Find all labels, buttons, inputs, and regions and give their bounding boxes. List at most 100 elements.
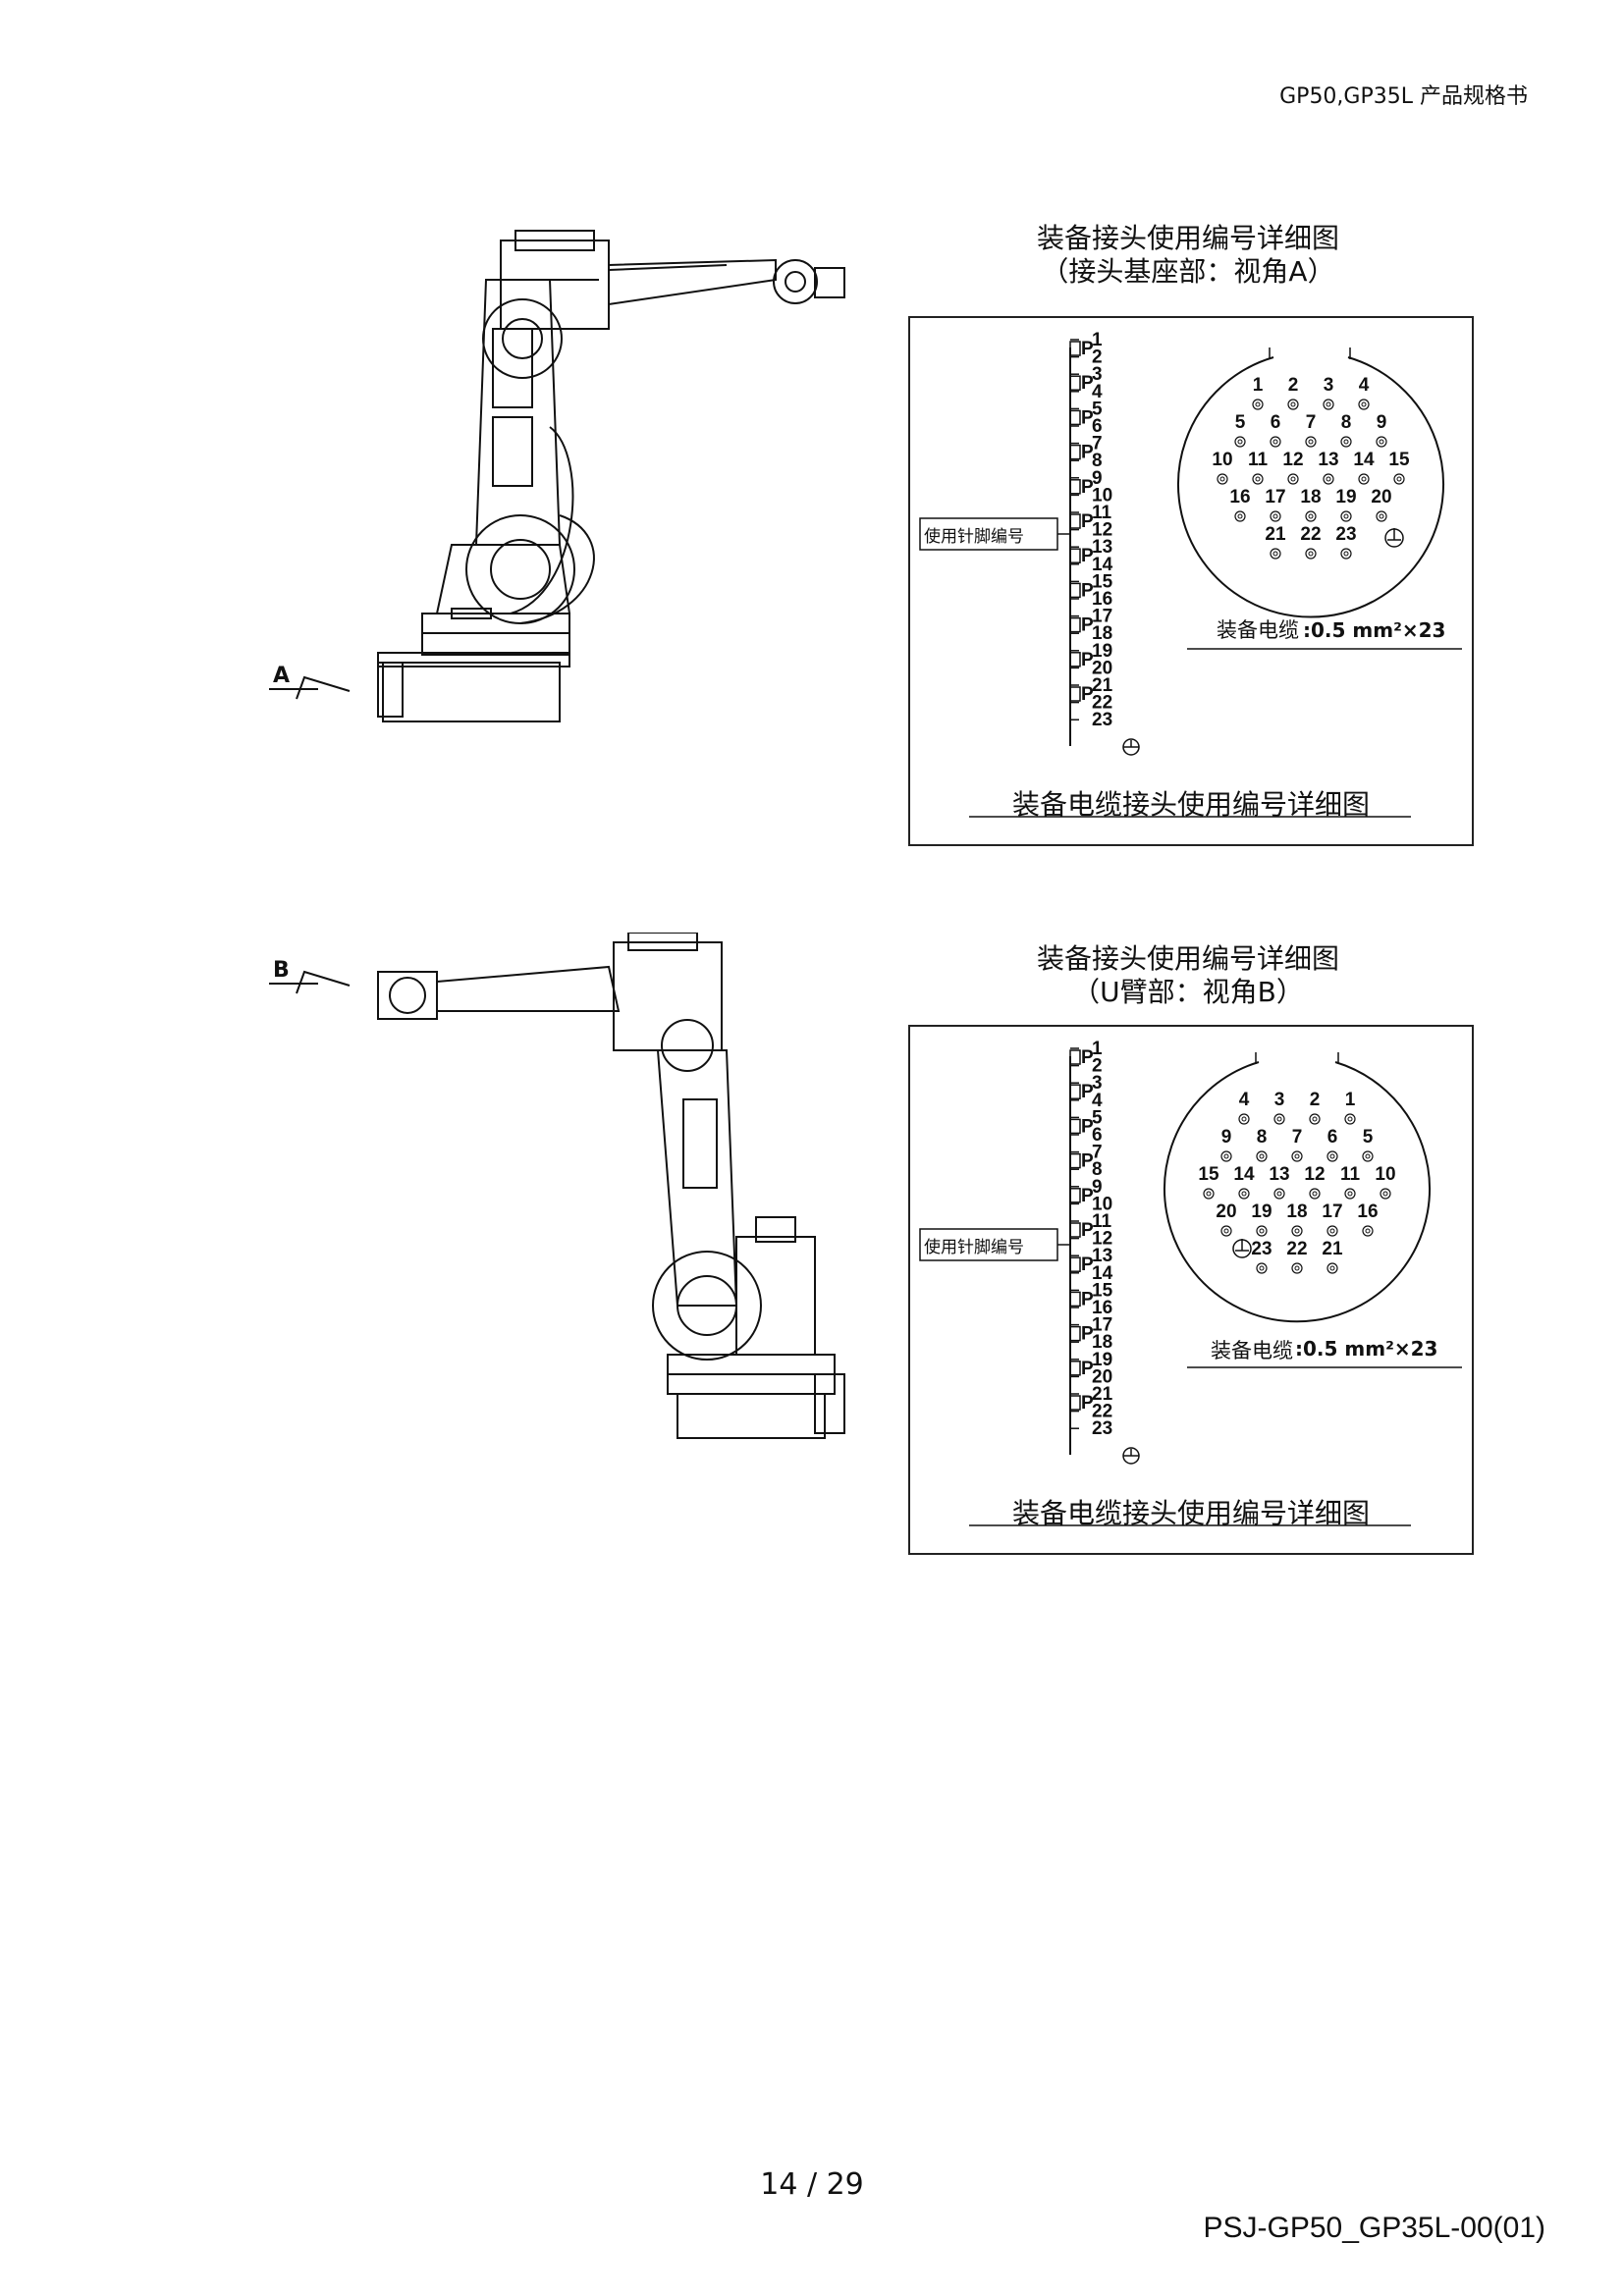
pin-number: 10: [1092, 1194, 1112, 1214]
connector-pin-label: 8: [1341, 412, 1352, 433]
connector-pin-label: 19: [1335, 487, 1356, 507]
view-a-label: A: [273, 664, 291, 688]
pair-p-mark: P: [1081, 1186, 1094, 1206]
connector-pin: [1291, 1262, 1303, 1274]
connector-pin: [1323, 473, 1334, 485]
robot-drawing-view-b: [377, 933, 845, 1439]
connector-pin: [1220, 1150, 1232, 1162]
view-b-arrow: [269, 970, 351, 994]
connector-pin-label: 20: [1371, 487, 1391, 507]
connector-pin: [1291, 1225, 1303, 1237]
pin-number: 23: [1092, 1418, 1112, 1439]
pair-p-mark: P: [1081, 1220, 1094, 1241]
connector-pin-core: [1361, 476, 1367, 482]
pin-number: 4: [1092, 382, 1103, 402]
connector-pin: [1238, 1113, 1250, 1125]
pair-box: [1069, 1325, 1081, 1342]
connector-pin-core: [1294, 1228, 1300, 1234]
pair-box: [1069, 582, 1081, 599]
pair-box: [1069, 1361, 1081, 1376]
pin-number: 4: [1092, 1091, 1103, 1111]
pin-number: 11: [1092, 503, 1112, 523]
pin-number: 22: [1092, 693, 1112, 714]
connector-pin: [1287, 399, 1299, 410]
pin-number: 16: [1092, 589, 1112, 610]
cable-label: 装备电缆: [1211, 1339, 1293, 1362]
pair-box: [1069, 444, 1081, 460]
pin-number: 12: [1092, 1229, 1112, 1250]
connector-pin: [1340, 510, 1352, 522]
pin-number: 11: [1092, 1211, 1112, 1232]
connector-pin: [1305, 548, 1317, 560]
pair-p-mark: P: [1081, 1255, 1094, 1275]
section-b-subtitle: （U臂部：视角B）: [1072, 976, 1304, 1008]
connector-pin-label: 11: [1340, 1164, 1361, 1185]
pin-number: 20: [1092, 658, 1112, 678]
pin-number: 10: [1092, 485, 1112, 506]
connector-pin-core: [1276, 1116, 1282, 1122]
connector-pin-label: 8: [1257, 1127, 1268, 1148]
pair-box: [1069, 341, 1081, 356]
connector-pin-label: 21: [1265, 524, 1286, 545]
connector-pin-label: 13: [1269, 1164, 1289, 1185]
connector-pin-label: 14: [1233, 1164, 1255, 1185]
connector-pin: [1309, 1188, 1321, 1200]
connector-pin-core: [1237, 513, 1243, 519]
pair-box: [1069, 652, 1081, 667]
connector-pin-core: [1312, 1191, 1318, 1197]
pair-p-mark: P: [1081, 477, 1094, 498]
pair-p-mark: P: [1081, 1393, 1094, 1414]
connector-pin: [1270, 436, 1281, 448]
pair-box: [1069, 1049, 1081, 1065]
connector-pin: [1256, 1262, 1268, 1274]
pair-p-mark: P: [1081, 1289, 1094, 1309]
pin-number: 18: [1092, 1332, 1112, 1353]
pin-number: 13: [1092, 537, 1112, 558]
section-b-title: 装备接头使用编号详细图: [1036, 942, 1339, 975]
connector-pin-core: [1379, 439, 1384, 445]
connector-pin-label: 5: [1363, 1127, 1374, 1148]
connector-pin-core: [1329, 1265, 1335, 1271]
connector-pin-core: [1219, 476, 1225, 482]
connector-pin-label: 23: [1251, 1239, 1272, 1259]
connector-pin-core: [1259, 1153, 1265, 1159]
pin-number: 18: [1092, 623, 1112, 644]
connector-pin: [1217, 473, 1228, 485]
pair-box: [1069, 1188, 1081, 1203]
connector-pin-core: [1206, 1191, 1212, 1197]
connector-pin-label: 7: [1292, 1127, 1303, 1148]
connector-pin-core: [1382, 1191, 1388, 1197]
connector-pin-core: [1329, 1153, 1335, 1159]
page-number: 14 / 29: [760, 2167, 864, 2202]
pair-p-mark: P: [1081, 1151, 1094, 1172]
connector-pin-core: [1326, 476, 1331, 482]
connector-pin-core: [1365, 1228, 1371, 1234]
connector-pin-core: [1223, 1153, 1229, 1159]
pin-number: 13: [1092, 1246, 1112, 1266]
connector-pin: [1340, 548, 1352, 560]
connector-pin-core: [1343, 439, 1349, 445]
connector-pin-label: 5: [1235, 412, 1246, 433]
connector-pin: [1273, 1113, 1285, 1125]
connector-pin: [1380, 1188, 1391, 1200]
connector-pin-core: [1241, 1116, 1247, 1122]
connector-pin: [1220, 1225, 1232, 1237]
connector-pin-core: [1294, 1265, 1300, 1271]
pair-box: [1069, 1395, 1081, 1411]
pair-p-mark: P: [1081, 1359, 1094, 1379]
connector-pin-core: [1308, 513, 1314, 519]
connector-pin-core: [1326, 401, 1331, 407]
pin-number: 15: [1092, 571, 1113, 592]
pin-number: 14: [1092, 555, 1113, 575]
connector-pin: [1358, 399, 1370, 410]
pair-box: [1069, 1084, 1081, 1099]
connector-pin-core: [1259, 1265, 1265, 1271]
connector-pin-core: [1223, 1228, 1229, 1234]
connector-pin: [1393, 473, 1405, 485]
connector-pin-core: [1290, 476, 1296, 482]
connector-pin: [1340, 436, 1352, 448]
connector-pin: [1256, 1150, 1268, 1162]
connector-pin-label: 2: [1310, 1090, 1321, 1110]
connector-pin-label: 7: [1306, 412, 1317, 433]
